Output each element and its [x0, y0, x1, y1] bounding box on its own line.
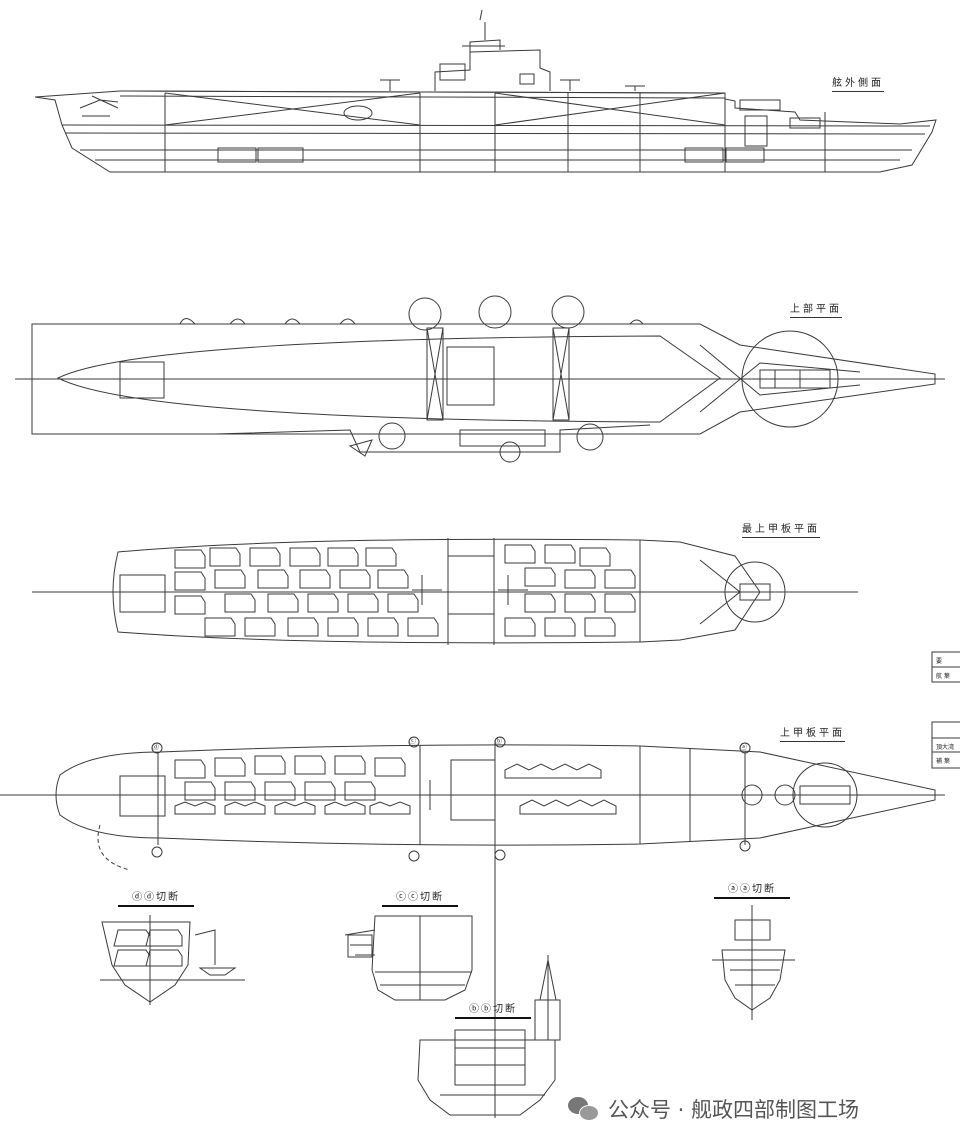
marker-c-top: ⓒ	[409, 737, 416, 745]
section-bb-label: ⓑⓑ切断	[455, 1000, 531, 1019]
upper-plan-view	[15, 295, 945, 463]
marker-d-top: ⓓ	[152, 743, 159, 751]
parked-aircraft-group-fwd	[504, 544, 636, 637]
title-block-row3: 頂大湾	[936, 744, 955, 751]
section-cc-label: ⓒⓒ切断	[382, 888, 458, 907]
marker-a-top: ⓐ	[740, 743, 747, 751]
title-block-lines	[931, 651, 960, 769]
section-dd-label: ⓓⓓ切断	[118, 888, 194, 907]
section-markers	[151, 736, 751, 862]
title-block-row2: 航 葉	[936, 673, 950, 680]
section-aa-label: ⓐⓐ切断	[714, 880, 790, 899]
marker-b-top: ⓑ	[495, 737, 502, 745]
flight-deck-plan-label: 最上甲板平面	[742, 520, 820, 538]
upper-deck-plan-view	[0, 740, 945, 1118]
upper-deck-plan-label: 上甲板平面	[780, 724, 845, 742]
side-elevation-view	[34, 9, 937, 173]
watermark: 公众号 · 舰政四部制图工场	[568, 1094, 859, 1124]
flight-deck-plan-view	[32, 538, 858, 645]
section-bb-drawing	[417, 955, 561, 1116]
side-elevation-label: 舷外側面	[832, 74, 884, 92]
section-dd-drawing	[100, 915, 245, 1005]
title-block-row4: 補 葉	[936, 758, 950, 765]
title-block-row1: 要	[936, 658, 943, 665]
section-aa-drawing	[712, 905, 795, 1020]
section-cc-drawing	[344, 915, 473, 1001]
watermark-text: 公众号 · 舰政四部制图工场	[608, 1098, 860, 1122]
parked-aircraft-group-aft	[174, 547, 439, 637]
wechat-icon	[568, 1097, 599, 1121]
aircraft-group-aft-deck	[174, 755, 411, 815]
upper-plan-label: 上部平面	[790, 300, 842, 318]
aircraft-group-fwd-deck	[504, 763, 617, 815]
